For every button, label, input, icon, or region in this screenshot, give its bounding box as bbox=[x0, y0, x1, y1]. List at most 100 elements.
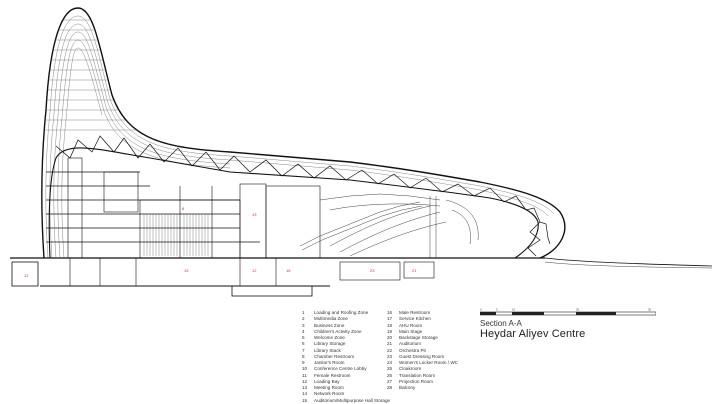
legend-number: 25 bbox=[387, 366, 393, 372]
legend-column-left: 1 Loading and Roofing Zone 2 Multimedia Zon… bbox=[302, 310, 390, 404]
legend-item: 26 Translation Room bbox=[387, 373, 458, 379]
legend-number: 1 bbox=[302, 310, 305, 315]
legend-label: Backstage Storage bbox=[399, 335, 438, 340]
scale-tick: 10 bbox=[512, 308, 516, 312]
legend-number: 27 bbox=[387, 378, 393, 384]
legend-label: Male Restroom bbox=[399, 310, 431, 315]
legend-item: 24 Women's Locker Room / WC bbox=[387, 360, 458, 366]
legend-number: 4 bbox=[302, 328, 305, 334]
legend-label: Orchestra Pit bbox=[399, 347, 426, 353]
legend-number: 26 bbox=[387, 372, 393, 378]
legend-label: Women's Locker Room / WC bbox=[399, 360, 458, 365]
hatched-walls bbox=[143, 214, 209, 256]
legend-item: 5 Welcome Zone bbox=[302, 335, 390, 341]
legend-number: 13 bbox=[302, 385, 308, 390]
legend-item: 12 Loading Bay bbox=[302, 379, 390, 385]
legend-number: 5 bbox=[302, 335, 305, 340]
legend-column-right: 16 Male Restroom 17 Service Kitchen 18 AHU Ro… bbox=[387, 310, 458, 391]
legend-label: Multimedia Zone bbox=[314, 316, 348, 322]
scale-tick: 0 bbox=[480, 308, 482, 312]
legend-item: 13 Meeting Room bbox=[302, 385, 390, 391]
legend-label: Conference Centre Lobby bbox=[314, 366, 367, 372]
legend-label: Female Restroom bbox=[314, 372, 351, 378]
room-number: 16 bbox=[286, 268, 291, 273]
legend-item: 2 Multimedia Zone bbox=[302, 316, 390, 322]
legend-number: 9 bbox=[302, 360, 305, 365]
legend-number: 18 bbox=[387, 322, 393, 328]
legend-label: Loading Bay bbox=[314, 378, 340, 384]
legend-number: 15 bbox=[302, 397, 308, 403]
legend-label: Business Zone bbox=[314, 322, 345, 328]
legend-number: 21 bbox=[387, 341, 393, 347]
legend-item: 21 Auditorium bbox=[387, 341, 458, 347]
legend-item: 27 Projection Room bbox=[387, 379, 458, 385]
legend-item: 10 Conference Centre Lobby bbox=[302, 366, 390, 372]
legend-label: AHU Room bbox=[399, 322, 423, 328]
legend-label: Network Room bbox=[314, 391, 345, 397]
legend-number: 3 bbox=[302, 322, 305, 328]
building-cores bbox=[67, 157, 321, 259]
legend-number: 28 bbox=[387, 385, 393, 390]
legend-number: 6 bbox=[302, 341, 305, 347]
ground-and-basement bbox=[10, 257, 713, 297]
shell-grid bbox=[44, 15, 555, 258]
legend-item: 25 Cloakroom bbox=[387, 366, 458, 372]
scale-bar: 0 5 10 20 30 bbox=[480, 308, 656, 316]
legend-number: 23 bbox=[387, 353, 393, 359]
auditorium-seating bbox=[299, 193, 479, 258]
room-number: 12 bbox=[24, 273, 29, 278]
legend-number: 14 bbox=[302, 391, 308, 397]
legend-number: 11 bbox=[302, 372, 307, 378]
legend-label: Cloakroom bbox=[399, 366, 422, 372]
legend-label: Auditorium bbox=[399, 341, 421, 347]
legend-item: 6 Library Storage bbox=[302, 341, 390, 347]
legend-label: Service Kitchen bbox=[399, 316, 431, 322]
scale-tick: 20 bbox=[576, 308, 580, 312]
inner-ceiling bbox=[48, 147, 539, 259]
legend-item: 14 Network Room bbox=[302, 391, 390, 397]
space-frame-truss bbox=[55, 135, 551, 257]
legend-label: Balcony bbox=[399, 385, 416, 390]
legend-item: 11 Female Restroom bbox=[302, 373, 390, 379]
legend-label: Loading and Roofing Zone bbox=[314, 310, 369, 315]
legend-number: 7 bbox=[302, 347, 305, 353]
legend-number: 2 bbox=[302, 316, 305, 322]
legend-label: Main Stage bbox=[399, 328, 423, 334]
roof-shell bbox=[41, 7, 566, 259]
legend-number: 8 bbox=[302, 353, 305, 359]
room-number: 13 bbox=[252, 212, 257, 217]
legend-item: 17 Service Kitchen bbox=[387, 316, 458, 322]
legend-label: Translation Room bbox=[399, 372, 436, 378]
legend-label: Projection Room bbox=[399, 378, 433, 384]
legend-item: 9 Janitor's Room bbox=[302, 360, 390, 366]
room-number: 21 bbox=[412, 268, 417, 273]
legend-item: 16 Male Restroom bbox=[387, 310, 458, 316]
room-number: 15 bbox=[184, 268, 189, 273]
legend-item: 18 AHU Room bbox=[387, 323, 458, 329]
legend-label: Guest Dressing Room bbox=[399, 353, 445, 359]
legend-item: 28 Balcony bbox=[387, 385, 458, 391]
legend-number: 10 bbox=[302, 366, 308, 372]
legend-number: 24 bbox=[387, 360, 393, 365]
scale-tick: 30 bbox=[648, 308, 652, 312]
legend-item: 3 Business Zone bbox=[302, 323, 390, 329]
room-number: 12 bbox=[252, 268, 257, 273]
legend-label: Janitor's Room bbox=[314, 360, 345, 365]
legend-number: 12 bbox=[302, 378, 308, 384]
section-label: Section A-A bbox=[480, 319, 522, 328]
legend-label: Meeting Room bbox=[314, 385, 344, 390]
legend-number: 20 bbox=[387, 335, 393, 340]
legend-item: 23 Guest Dressing Room bbox=[387, 354, 458, 360]
drawing-title: Heydar Aliyev Centre bbox=[480, 328, 586, 340]
legend-label: Welcome Zone bbox=[314, 335, 345, 340]
legend-number: 17 bbox=[387, 316, 393, 322]
legend-number: 16 bbox=[387, 310, 393, 315]
legend-label: Library Storage bbox=[314, 341, 346, 347]
